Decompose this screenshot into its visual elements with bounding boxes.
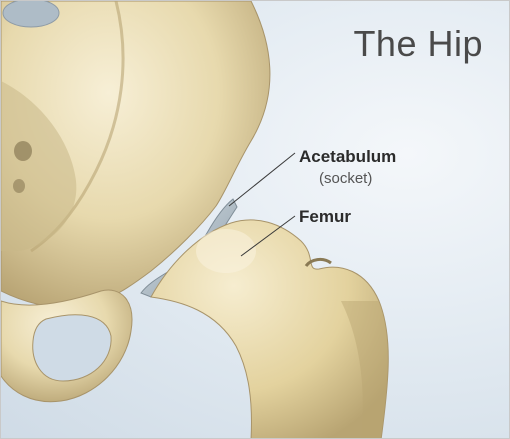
diagram-title: The Hip [353, 23, 483, 65]
acetabulum-sublabel: (socket) [319, 170, 372, 187]
vertebra [3, 1, 59, 27]
foramen [14, 141, 32, 161]
acetabulum-label: Acetabulum [299, 147, 396, 167]
foramen [13, 179, 25, 193]
femur-label: Femur [299, 207, 351, 227]
